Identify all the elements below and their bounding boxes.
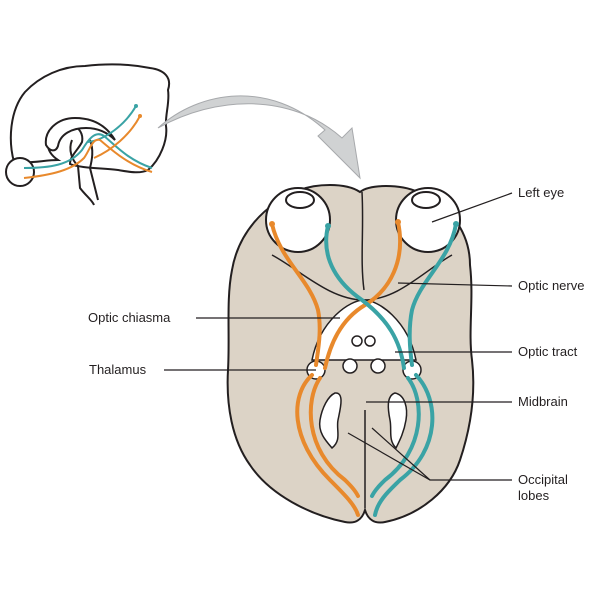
sagittal-orange-end [138, 114, 142, 118]
label-optic-nerve: Optic nerve [518, 278, 585, 293]
sagittal-teal-end [134, 104, 138, 108]
sagittal-brain-inset [5, 63, 170, 206]
label-occipital-line1: Occipital [518, 472, 568, 487]
leader-left-eye [431, 192, 513, 223]
label-occipital-line2: lobes [518, 488, 550, 503]
mammillary-body-left [351, 335, 363, 347]
leader-optic-nerve [397, 282, 513, 287]
label-optic-chiasma: Optic chiasma [88, 310, 171, 325]
sagittal-eye [5, 157, 35, 187]
brainstem [69, 139, 99, 206]
curved-arrow [157, 95, 361, 180]
ventral-brain [164, 184, 513, 524]
label-left-eye: Left eye [518, 185, 565, 200]
longitudinal-fissure [361, 191, 365, 291]
teal-visual-pathway [324, 221, 459, 517]
ventricle-left [318, 392, 342, 450]
leader-lines [164, 192, 513, 481]
corpus-callosum [44, 116, 116, 152]
mammillary-body-right [364, 335, 376, 347]
label-occipital-lobes: Occipital lobes [518, 472, 568, 504]
label-midbrain: Midbrain [518, 394, 568, 409]
eye-viewer-left [265, 187, 331, 253]
nucleus-left [342, 358, 358, 374]
sagittal-orange-pathway [23, 115, 153, 179]
nucleus-right [370, 358, 386, 374]
leader-occipital-lobes-2 [371, 427, 431, 481]
sagittal-teal-pathway [23, 105, 153, 169]
sagittal-brain-outline [9, 63, 170, 174]
label-thalamus: Thalamus [89, 362, 147, 377]
label-optic-tract: Optic tract [518, 344, 578, 359]
ventricle-right [387, 392, 408, 450]
